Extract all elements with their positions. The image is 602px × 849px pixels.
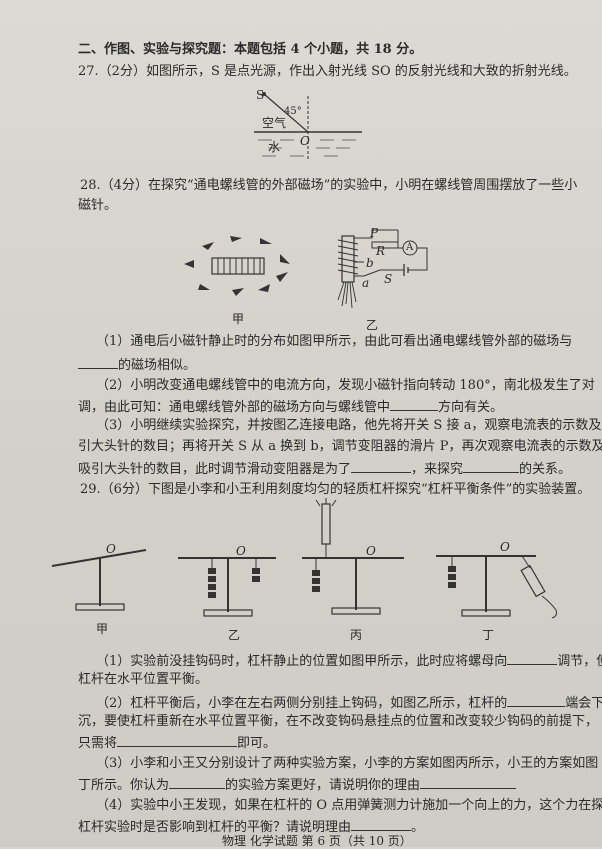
- q28-p3-c2: ，来探究: [411, 462, 464, 477]
- q28-p3-b: 引大头针的数目；再将开关 S 从 a 换到 b，调节变阻器的滑片 P，再次观察电…: [78, 439, 602, 454]
- q29-p4-a: （4）实验中小王发现，如果在杠杆的 O 点用弹簧测力计施加一个向上的力，这个力在…: [96, 798, 602, 813]
- q28-p3-blank2[interactable]: [463, 460, 520, 473]
- q28-p1-b: 的磁场相似。: [118, 358, 197, 373]
- q29-p2-blank1[interactable]: [507, 694, 566, 707]
- q28-p2-a: （2）小明改变通电螺线管中的电流方向，发现小磁针指向转动 180°，南北极发生了…: [96, 378, 595, 393]
- q27-label-angle: 45°: [284, 106, 302, 117]
- q29-p3-b1: 丁所示。你认为: [78, 778, 170, 793]
- q28-p2-b2: 方向有关。: [438, 400, 504, 415]
- q29-figure-yi: [178, 557, 276, 617]
- q29-p2-b: 沉，要使杠杆重新在水平位置平衡，在不改变钩码悬挂点的位置和改变较少钩码的前提下，: [78, 714, 599, 729]
- q29-p4-b2: 。: [411, 820, 425, 835]
- q29-p1-a1: （1）实验前没挂钩码时，杠杆静止的位置如图甲所示，此时应将螺母向: [96, 654, 508, 669]
- q29-p2-c1: 只需将: [78, 736, 118, 751]
- q28-figure-jia: [184, 236, 290, 296]
- q29-figure-bing: [302, 498, 404, 615]
- q28-line1: 28.（4分）在探究“通电螺线管的外部磁场”的实验中，小明在螺线管周围摆放了一些…: [80, 178, 578, 193]
- q29-figure-ding: [436, 555, 557, 619]
- q28-p1-a: （1）通电后小磁针静止时的分布如图甲所示，由此可看出通电螺线管外部的磁场与: [96, 334, 573, 349]
- q28-fig-yi-ameter: A: [406, 242, 414, 253]
- q29-p3-blank2[interactable]: [420, 776, 517, 789]
- q28-p2-blank[interactable]: [390, 398, 439, 411]
- q29-fig-bing-label: 丙: [350, 628, 363, 642]
- q28-fig-yi-b: b: [366, 256, 374, 270]
- q29-fig-jia-label: 甲: [96, 622, 109, 636]
- q27-label-water: 水: [268, 140, 281, 154]
- q29-p2-a2: 端会下: [565, 696, 602, 711]
- q27-label-o: O: [300, 134, 310, 148]
- q28-p3-blank1[interactable]: [351, 460, 412, 473]
- q29-p3-a: （3）小李和小王又分别设计了两种实验方案，小李的方案如图丙所示，小王的方案如图: [96, 756, 599, 771]
- q29-fig-jia-o: O: [106, 542, 116, 556]
- q29-fig-ding-label: 丁: [482, 628, 495, 642]
- q28-fig-yi-label: 乙: [366, 318, 379, 332]
- section-heading: 二、作图、实验与探究题：本题包括 4 个小题，共 18 分。: [78, 42, 423, 57]
- q28-p3-c1: 吸引大头针的数目，此时调节滑动变阻器是为了: [78, 462, 352, 477]
- q28-p3-c3: 的关系。: [519, 462, 572, 477]
- q29-p2-blank2[interactable]: [117, 734, 238, 747]
- q29-fig-bing-o: O: [366, 544, 376, 558]
- q28-fig-yi-s: S: [384, 272, 393, 286]
- q29-p1-b: 杠杆在水平位置平衡。: [78, 672, 209, 687]
- q29-p3-blank1[interactable]: [169, 776, 226, 789]
- q28-p2-b1: 调，由此可知：通电螺线管外部的磁场方向与螺线管中: [78, 400, 391, 415]
- q28-p3-a: （3）小明继续实验探究，并按图乙连接电路，他先将开关 S 接 a，观察电流表的示…: [96, 418, 602, 433]
- q29-fig-yi-o: O: [236, 544, 246, 558]
- q28-fig-jia-label: 甲: [232, 312, 245, 326]
- q29-figure-jia: [51, 549, 147, 611]
- q27-text: 27.（2分）如图所示，S 是点光源，作出入射光线 SO 的反射光线和大致的折射…: [78, 64, 577, 79]
- q29-p4-blank[interactable]: [351, 818, 412, 831]
- q29-p3-b2: 的实验方案更好，请说明你的理由: [225, 778, 421, 793]
- page-footer: 物理 化学试题 第 6 页（共 10 页）: [222, 834, 412, 848]
- q27-figure: [254, 92, 362, 160]
- q28-fig-yi-a: a: [362, 276, 370, 290]
- q29-p4-b1: 杠杆实验时是否影响到杠杆的平衡？请说明理由: [78, 820, 352, 835]
- q29-fig-yi-label: 乙: [228, 628, 241, 642]
- q29-fig-ding-o: O: [500, 540, 510, 554]
- q28-fig-yi-r: R: [376, 244, 386, 258]
- q28-p1-blank[interactable]: [78, 356, 118, 369]
- q28-figure-yi: [337, 229, 428, 309]
- q29-line1: 29.（6分）下图是小李和小王利用刻度均匀的轻质杠杆探究“杠杆平衡条件”的实验装…: [80, 482, 591, 497]
- q29-p2-a1: （2）杠杆平衡后，小李在左右两侧分别挂上钩码，如图乙所示，杠杆的: [96, 696, 508, 711]
- q29-p2-c2: 即可。: [237, 736, 277, 751]
- q28-line2: 磁针。: [78, 198, 118, 213]
- q29-p1-a2: 调节，使: [557, 654, 602, 669]
- q29-p1-blank[interactable]: [507, 652, 558, 665]
- q27-label-s: S: [256, 88, 265, 102]
- q28-fig-yi-p: P: [370, 226, 379, 240]
- q27-label-air: 空气: [262, 116, 287, 130]
